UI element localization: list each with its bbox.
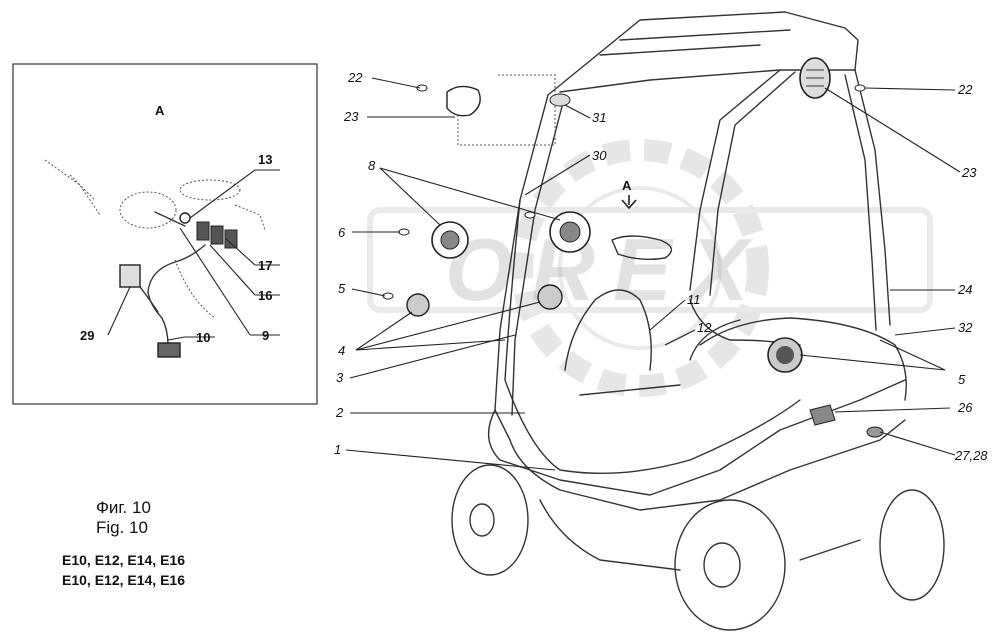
label-16: 16 [258,288,272,303]
detail-leaders [107,169,280,341]
label-17: 17 [258,258,272,273]
detail-sketch [44,159,266,358]
label-4: 4 [338,343,345,358]
connector-27-28 [866,426,884,438]
label-22-right: 22 [957,82,973,97]
label-12: 12 [697,320,712,335]
label-26: 26 [957,400,973,415]
work-lamp-23-left [446,85,481,117]
label-10: 10 [196,330,210,345]
detail-view-title: A [155,103,165,118]
label-9: 9 [262,328,269,343]
label-2: 2 [335,405,344,420]
label-31: 31 [592,110,606,125]
connector-26 [809,404,836,426]
label-5-left: 5 [338,281,346,296]
label-1: 1 [334,442,341,457]
label-8: 8 [368,158,376,173]
label-23-right: 23 [961,165,977,180]
label-6: 6 [338,225,346,240]
label-32: 32 [958,320,973,335]
dome-lamp-31 [549,93,571,107]
model-list-ru: E10, E12, E14, E16 [62,552,185,568]
label-5-right: 5 [958,372,966,387]
view-marker-arrow [621,195,637,210]
model-list-en: E10, E12, E14, E16 [62,572,185,588]
lamp-4-left [406,293,430,317]
connector-10 [157,342,181,358]
label-27-28: 27,28 [954,448,988,463]
connector-29 [119,264,141,288]
label-11: 11 [687,292,701,307]
main-leaders [345,77,961,471]
label-29: 29 [80,328,94,343]
label-13: 13 [258,152,272,167]
label-23-left: 23 [343,109,359,124]
view-marker-a: A [622,178,632,193]
figure-caption-ru: Фиг. 10 [96,498,151,517]
lamp-4-right [537,284,563,310]
label-30: 30 [592,148,607,163]
watermark-text: OREX [445,220,766,319]
label-3: 3 [336,370,344,385]
label-22-left: 22 [347,70,363,85]
switch-block [196,221,238,249]
figure-caption-en: Fig. 10 [96,518,148,537]
label-24: 24 [957,282,972,297]
detail-view-frame [12,63,318,405]
watermark-gear [367,139,933,397]
lamps [382,57,884,438]
